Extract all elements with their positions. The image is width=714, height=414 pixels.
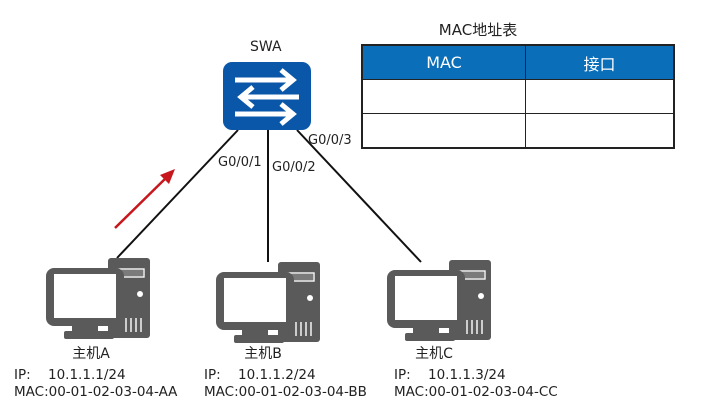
host-b-mac: MAC:00-01-02-03-04-BB [204, 384, 367, 400]
table-cell [361, 113, 527, 149]
host-c-name: 主机C [415, 346, 453, 362]
table-row [361, 113, 675, 149]
host-a-info: IP: 10.1.1.1/24 MAC:00-01-02-03-04-AA [14, 367, 177, 401]
ip-label: IP: [204, 367, 221, 383]
mac-address-table: MAC 接口 [361, 44, 675, 149]
table-cell [525, 113, 675, 149]
link-host-a [116, 129, 239, 259]
traffic-arrow [114, 169, 175, 229]
host-b-info: IP: 10.1.1.2/24 MAC:00-01-02-03-04-BB [204, 367, 367, 401]
mac-table-title: MAC地址表 [438, 21, 518, 39]
table-row [361, 79, 675, 114]
host-c-pc-icon[interactable] [387, 258, 497, 343]
host-b-ip: 10.1.1.2/24 [238, 367, 316, 383]
host-c-info: IP: 10.1.1.3/24 MAC:00-01-02-03-04-CC [394, 367, 558, 401]
port-label-g0-0-1: G0/0/1 [218, 155, 262, 170]
host-a-mac: MAC:00-01-02-03-04-AA [14, 384, 178, 400]
column-header-interface: 接口 [525, 44, 675, 80]
link-host-c [296, 129, 422, 263]
port-label-g0-0-2: G0/0/2 [272, 160, 316, 175]
column-header-mac: MAC [361, 44, 527, 80]
port-label-g0-0-3: G0/0/3 [308, 133, 352, 148]
host-a-name: 主机A [72, 346, 110, 362]
table-cell [361, 79, 527, 114]
ip-label: IP: [394, 367, 411, 383]
table-cell [525, 79, 675, 114]
host-b-pc-icon[interactable] [216, 260, 326, 345]
host-c-mac: MAC:00-01-02-03-04-CC [394, 384, 558, 400]
host-a-pc-icon[interactable] [46, 256, 156, 341]
switch-name: SWA [250, 39, 282, 55]
switch-icon[interactable] [223, 62, 311, 130]
host-c-ip: 10.1.1.3/24 [428, 367, 506, 383]
host-b-name: 主机B [244, 346, 282, 362]
ip-label: IP: [14, 367, 31, 383]
host-a-ip: 10.1.1.1/24 [48, 367, 126, 383]
